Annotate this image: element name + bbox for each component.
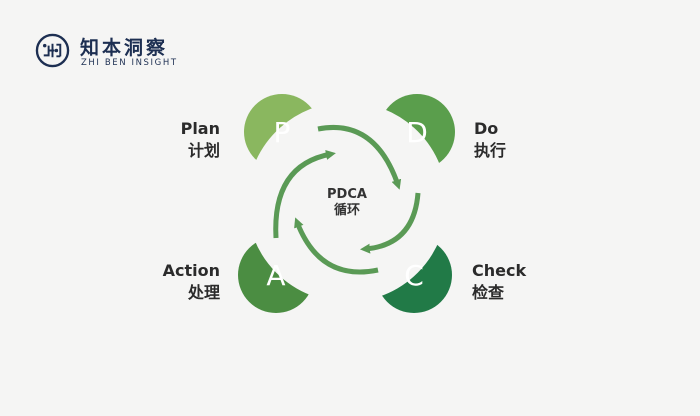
stage-c-cn: 检查 xyxy=(472,283,505,302)
stage-a-label: Action 处理 xyxy=(140,260,220,304)
stage-d-cn: 执行 xyxy=(474,141,507,160)
center-subtitle: 循环 xyxy=(334,202,360,218)
stage-c-letter: C xyxy=(404,259,424,292)
stage-d-label: Do 执行 xyxy=(474,118,544,162)
stage-c-label: Check 检查 xyxy=(472,260,552,304)
cycle-ring xyxy=(247,102,447,302)
stage-p-label: Plan 计划 xyxy=(150,118,220,162)
stage-d-letter: D xyxy=(406,116,428,149)
stage-p-cn: 计划 xyxy=(187,141,220,160)
brand-mark-icon xyxy=(35,33,70,68)
stage-p-letter: P xyxy=(274,116,291,149)
center-title: PDCA xyxy=(327,187,367,202)
brand-name-cn: 知本洞察 xyxy=(80,37,169,59)
stage-d-en: Do xyxy=(474,119,499,138)
arrow-p-to-d xyxy=(317,125,402,190)
arrow-c-to-a xyxy=(294,217,379,275)
stage-c-en: Check xyxy=(472,261,527,280)
stage-p-en: Plan xyxy=(180,119,220,138)
brand-name-en: ZHI BEN INSIGHT xyxy=(81,58,178,68)
arrow-a-to-p xyxy=(273,150,336,239)
stage-a-letter: A xyxy=(266,259,285,292)
stage-a-cn: 处理 xyxy=(187,283,220,302)
stage-a-en: Action xyxy=(162,261,220,280)
arrow-d-to-c xyxy=(360,192,421,254)
